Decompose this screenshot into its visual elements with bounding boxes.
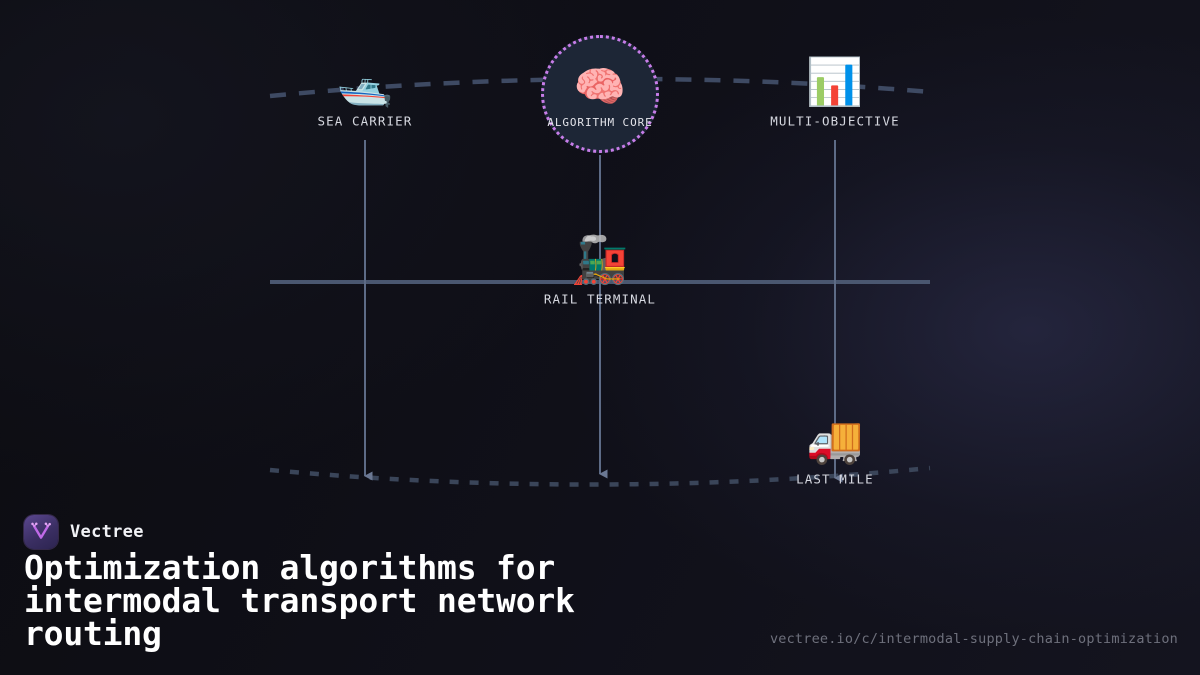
locomotive-icon: 🚂 — [571, 232, 629, 287]
node-multi-objective[interactable]: 📊 MULTI-OBJECTIVE — [770, 56, 899, 129]
vectree-logo-icon — [24, 515, 58, 549]
brain-icon: 🧠 — [573, 61, 627, 111]
bar-chart-icon: 📊 — [806, 54, 864, 109]
node-label-algorithm-core: ALGORITHM CORE — [547, 115, 653, 129]
delivery-truck-icon: 🚚 — [806, 412, 864, 467]
page-title: Optimization algorithms for intermodal t… — [24, 548, 575, 653]
passenger-ship-icon: 🛥️ — [336, 54, 394, 109]
brand-name: Vectree — [70, 522, 144, 542]
node-algorithm-core[interactable]: 🧠 ALGORITHM CORE — [541, 35, 659, 153]
node-rail-terminal[interactable]: 🚂 RAIL TERMINAL — [544, 234, 656, 307]
source-url: vectree.io/c/intermodal-supply-chain-opt… — [769, 631, 1178, 647]
node-sea-carrier[interactable]: 🛥️ SEA CARRIER — [318, 56, 413, 129]
node-label-multi-objective: MULTI-OBJECTIVE — [770, 113, 900, 129]
node-label-rail-terminal: RAIL TERMINAL — [543, 291, 657, 307]
footer: Vectree Optimization algorithms for inte… — [0, 507, 1200, 675]
node-last-mile[interactable]: 🚚 LAST MILE — [796, 414, 874, 487]
node-label-sea-carrier: SEA CARRIER — [317, 113, 413, 129]
brand: Vectree — [24, 515, 144, 549]
node-label-last-mile: LAST MILE — [796, 471, 874, 487]
